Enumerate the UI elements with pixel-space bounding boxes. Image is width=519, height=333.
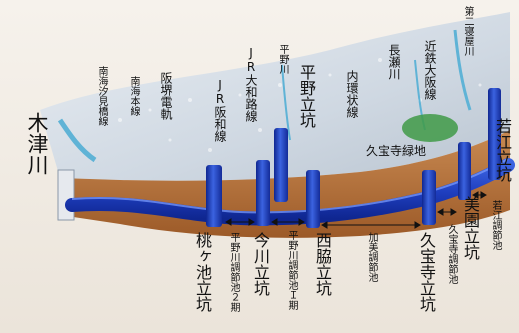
kizugawa-bank [57,169,75,221]
label-pond1: 平野川調節池Ｉ期 [286,230,297,310]
label-kami-pond: 加美調節池 [366,232,377,282]
label-nankai-sakaisuji: 南海汐見橋線 [96,66,107,126]
label-kyuhoji-shaft: 久宝寺立坑 [417,232,436,312]
imagawa-shaft-bar [256,160,270,226]
ground-surface [40,12,510,181]
label-daini-neyagawa: 第二寝屋川 [462,6,473,56]
label-momogaike-shaft: 桃ヶ池立坑 [193,232,212,312]
kyuhoji-green-park [402,114,458,142]
label-pond2: 平野川調節池２期 [228,232,239,312]
kyuhoji-shaft-bar [422,170,436,225]
label-hirano-shaft: 平野立坑 [297,64,316,128]
label-kintetsu: 近鉄大阪線 [423,40,437,100]
label-nishiwaki-shaft: 西脇立坑 [313,232,332,296]
label-kyuhoji-pond: 久宝寺調節池 [446,224,457,284]
label-hanna: 阪堺電軌 [159,72,173,120]
label-nankai-main: 南海本線 [128,76,139,116]
interval-arrows [225,191,487,229]
momogaike-shaft-bar [206,165,222,227]
daini-neyagawa-river [453,29,472,111]
mizono-shaft-bar [458,142,471,200]
label-kyuhoji-green: 久宝寺緑地 [366,144,427,158]
hiranogawa-river [281,64,291,141]
hirano-shaft-bar [274,128,288,202]
label-wakae-shaft: 若江立坑 [493,118,512,182]
label-jr-hanwa: JR阪和線 [213,78,227,142]
label-kizugawa: 木津川 [25,112,49,175]
label-nagasegawa: 長瀬川 [387,44,401,80]
label-naikan: 内環状線 [345,70,359,118]
kizugawa-river [57,118,97,163]
wakae-shaft-bar [488,88,501,180]
label-mizono-shaft: 美園立坑 [461,196,480,260]
nishiwaki-shaft-bar [306,170,320,228]
label-hiranogawa: 平野川 [277,44,288,74]
label-imagawa-shaft: 今川立坑 [251,232,270,296]
label-wakae-pond: 若江調節池 [490,200,501,250]
label-jr-yamatoji: JR大和路線 [244,46,258,122]
